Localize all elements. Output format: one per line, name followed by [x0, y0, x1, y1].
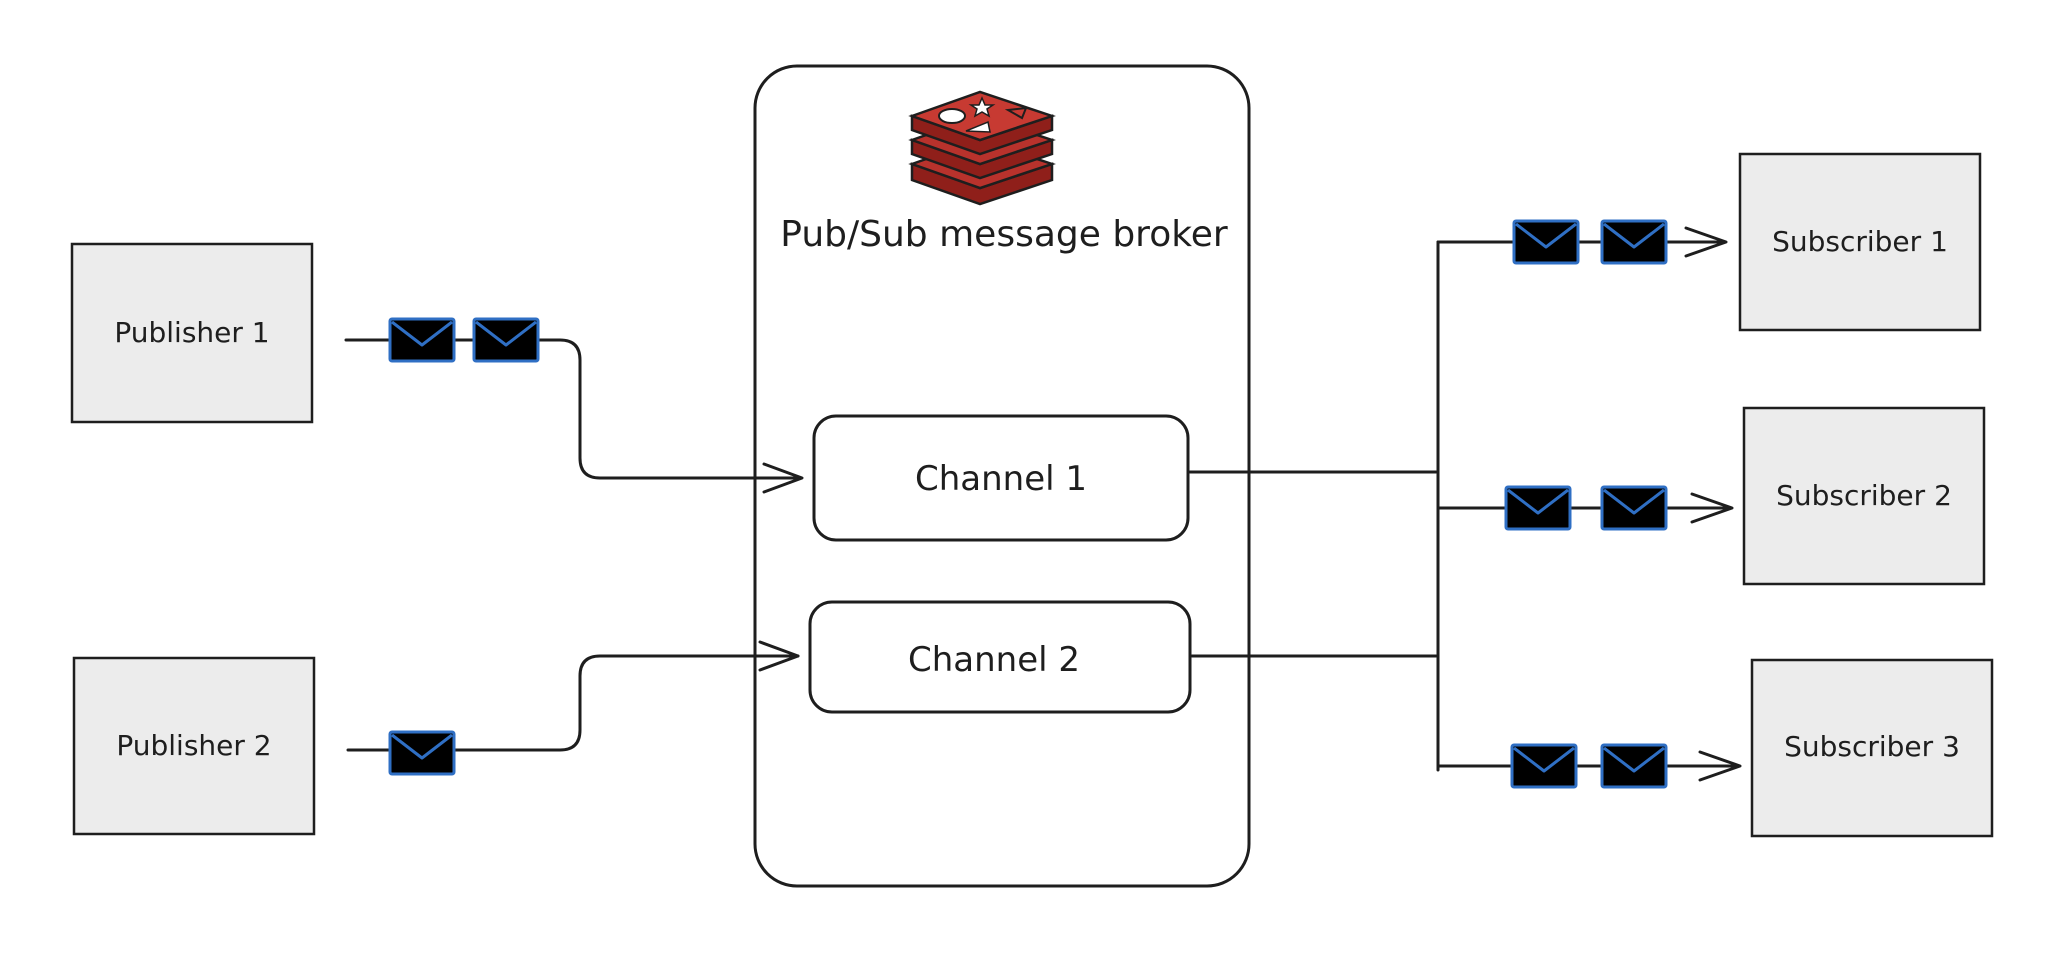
publisher-2-label: Publisher 2: [116, 729, 271, 762]
subscriber-3-label: Subscriber 3: [1784, 730, 1960, 763]
channel-1-label: Channel 1: [915, 459, 1087, 499]
envelope-icon: [1512, 219, 1580, 265]
envelope-icon: [472, 317, 540, 363]
envelope-icon: [388, 317, 456, 363]
envelope-icon: [388, 730, 456, 776]
broker-container: [753, 64, 1251, 888]
subscriber-2-label: Subscriber 2: [1776, 479, 1952, 512]
subscriber-1-box: [1738, 152, 1982, 332]
publisher-1-connector: [344, 338, 802, 480]
channel-1-arrowhead: [762, 462, 804, 494]
envelope-icon: [1600, 219, 1668, 265]
subscriber-2-box: [1742, 406, 1986, 586]
channel-2-box: [808, 600, 1192, 714]
envelope-icon: [1600, 743, 1668, 789]
subscriber-3-arrowhead: [1698, 750, 1742, 782]
publisher-1-label: Publisher 1: [114, 316, 269, 349]
subscriber-2-arrowhead: [1690, 492, 1734, 524]
subscriber-1-label: Subscriber 1: [1772, 225, 1948, 258]
subscriber-1-arrowhead: [1684, 226, 1728, 258]
broker-title: Pub/Sub message broker: [780, 214, 1228, 255]
envelope-icon: [1510, 743, 1578, 789]
publisher-1-box: [70, 242, 314, 424]
envelope-icon: [1504, 485, 1572, 531]
redis-logo-icon: [908, 90, 1056, 206]
channel-2-label: Channel 2: [908, 640, 1080, 680]
envelope-icon: [1600, 485, 1668, 531]
subscriber-3-box: [1750, 658, 1994, 838]
publisher-2-connector: [346, 654, 800, 752]
channel-2-arrowhead: [758, 640, 800, 672]
publisher-2-box: [72, 656, 316, 836]
channel-1-box: [812, 414, 1190, 542]
